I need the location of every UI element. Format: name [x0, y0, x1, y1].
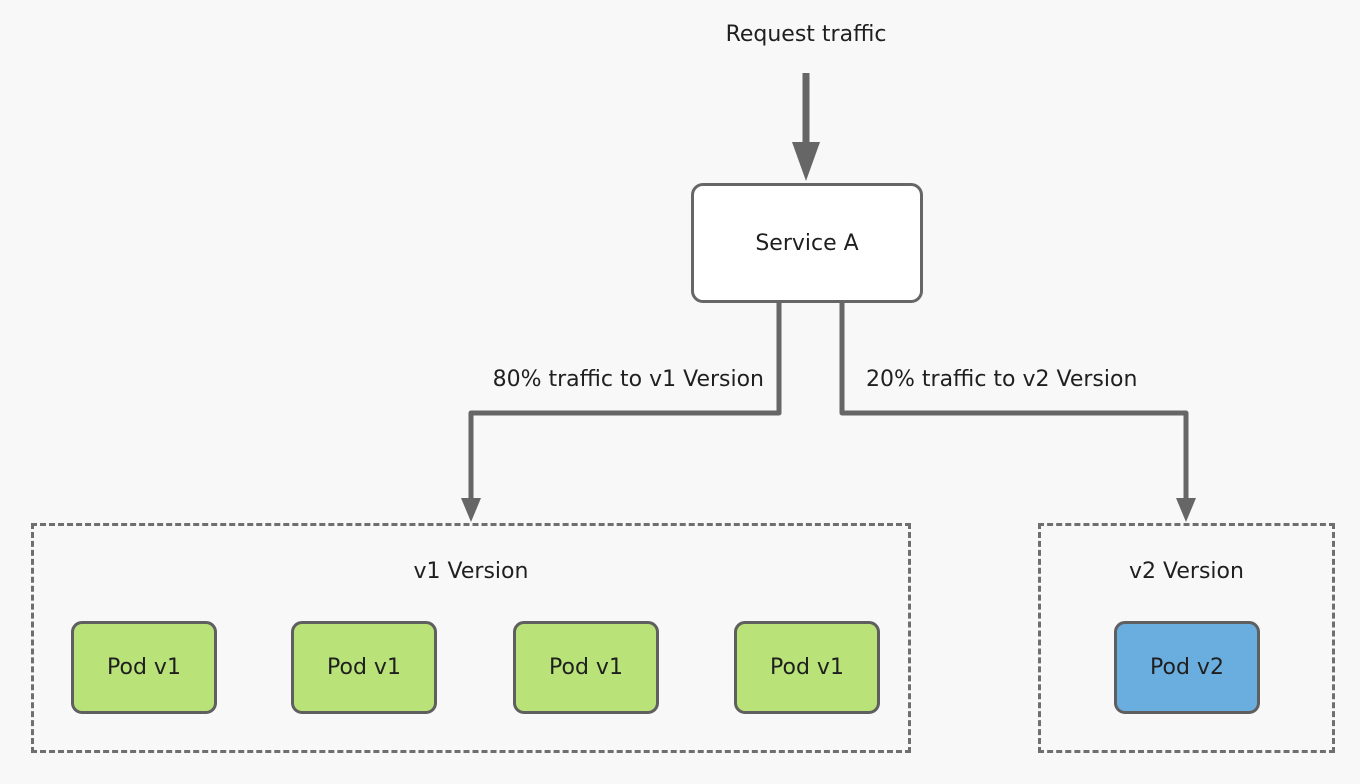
v2-route-arrow-head	[1176, 498, 1196, 522]
v1-version-title: v1 Version	[413, 559, 529, 584]
request-traffic-label: Request traffic	[725, 22, 887, 47]
pod-label: Pod v2	[1150, 655, 1224, 680]
v2-version-title: v2 Version	[1129, 559, 1244, 584]
service-a-node: Service A	[691, 183, 923, 303]
pod-v1-node: Pod v1	[734, 621, 880, 714]
pod-v1-node: Pod v1	[291, 621, 437, 714]
pod-v1-node: Pod v1	[71, 621, 217, 714]
v1-route-arrow-head	[461, 498, 481, 522]
v2-version-group: v2 Version Pod v2	[1038, 523, 1335, 753]
pod-label: Pod v1	[107, 655, 181, 680]
v2-route-connector	[839, 302, 1189, 502]
v1-route-label: 80% traffic to v1 Version	[492, 367, 764, 392]
pod-v1-node: Pod v1	[513, 621, 659, 714]
v2-route-label: 20% traffic to v2 Version	[866, 367, 1138, 392]
v1-route-connector	[468, 302, 782, 502]
pod-label: Pod v1	[327, 655, 401, 680]
v1-version-group: v1 Version Pod v1 Pod v1 Pod v1 Pod v1	[31, 523, 911, 753]
pod-label: Pod v1	[770, 655, 844, 680]
pod-v2-node: Pod v2	[1114, 621, 1260, 714]
service-a-label: Service A	[755, 230, 859, 256]
request-arrow-head	[792, 142, 820, 181]
pod-label: Pod v1	[549, 655, 623, 680]
